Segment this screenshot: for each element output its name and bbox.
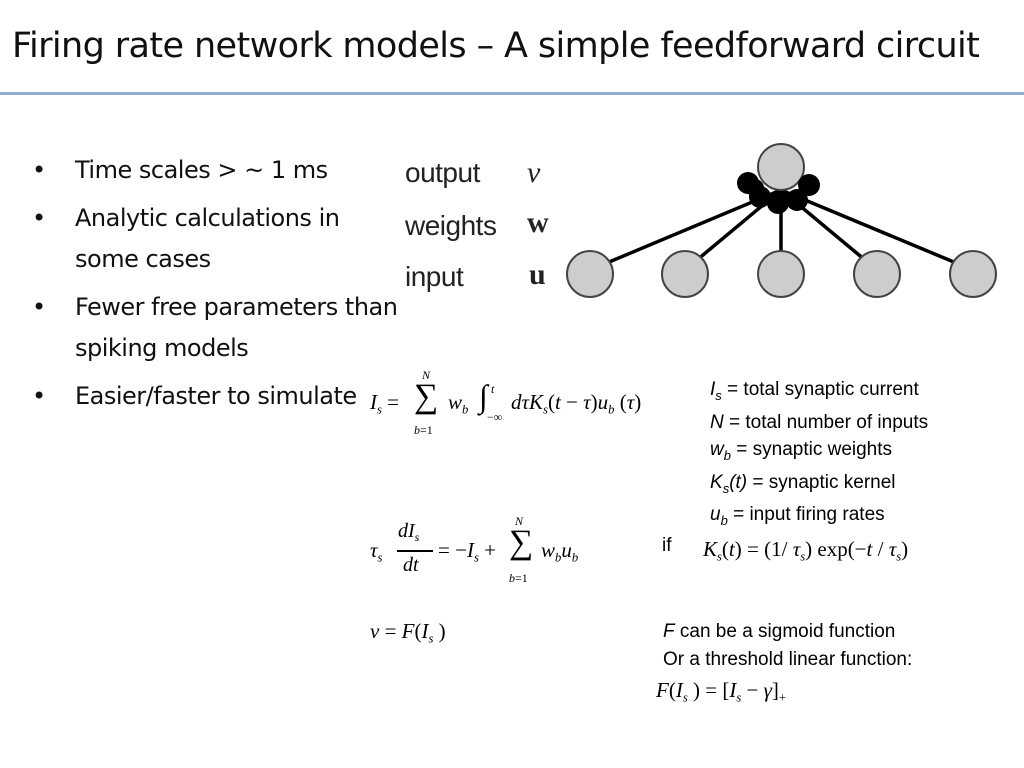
weights-symbol: w bbox=[527, 206, 549, 239]
equation-differential: τs dIs dt = −Is + N ∑ b=1 wbub bbox=[370, 514, 579, 585]
kernel-condition-label: if bbox=[662, 535, 672, 556]
synapse-dot bbox=[798, 174, 820, 196]
input-neuron bbox=[757, 250, 805, 298]
input-label: input bbox=[405, 261, 464, 292]
input-neuron bbox=[949, 250, 997, 298]
network-edge bbox=[780, 188, 974, 272]
weights-label: weights bbox=[405, 210, 497, 241]
threshold-note: Or a threshold linear function: bbox=[663, 649, 913, 670]
equation-synaptic-current: Is = N ∑ b=1 wb t ∫ −∞ dτKs(t − τ)ub (τ) bbox=[370, 368, 642, 437]
feedforward-network-diagram bbox=[566, 143, 997, 298]
input-symbol: u bbox=[529, 258, 546, 291]
definition-item: N = total number of inputs bbox=[710, 411, 929, 433]
equation-threshold-linear: F(Is ) = [Is − γ]+ bbox=[656, 678, 786, 705]
definition-item: Ks(t) = synaptic kernel bbox=[710, 471, 896, 496]
bullet-item: Analytic calculations in some cases bbox=[32, 198, 402, 280]
bullet-item: Easier/faster to simulate bbox=[32, 376, 402, 417]
synapse-dot bbox=[746, 179, 764, 197]
bullet-item: Time scales > ~ 1 ms bbox=[32, 150, 402, 191]
bullet-item: Fewer free parameters than spiking model… bbox=[32, 287, 402, 369]
equation-output: v = F(Is ) bbox=[370, 619, 446, 646]
definition-item: ub = input firing rates bbox=[710, 504, 885, 529]
input-neuron bbox=[661, 250, 709, 298]
definition-item: wb = synaptic weights bbox=[710, 438, 893, 463]
definition-item: Is = total synaptic current bbox=[710, 379, 919, 403]
output-label: output bbox=[405, 157, 480, 188]
title-divider bbox=[0, 92, 1024, 95]
output-neuron bbox=[757, 143, 805, 191]
slide-title: Firing rate network models – A simple fe… bbox=[12, 26, 980, 66]
input-neuron bbox=[853, 250, 901, 298]
output-symbol: v bbox=[527, 156, 541, 189]
sigmoid-note: F can be a sigmoid function bbox=[663, 621, 896, 642]
network-edge bbox=[589, 188, 782, 272]
variable-definitions: Is = total synaptic current N = total nu… bbox=[710, 376, 928, 534]
equation-kernel: Ks(t) = (1/ τs) exp(−t / τs) bbox=[703, 537, 909, 564]
synapse-dot bbox=[786, 189, 808, 211]
synapse-dot bbox=[767, 192, 789, 214]
input-neuron bbox=[566, 250, 614, 298]
bullet-list: Time scales > ~ 1 ms Analytic calculatio… bbox=[32, 150, 402, 424]
